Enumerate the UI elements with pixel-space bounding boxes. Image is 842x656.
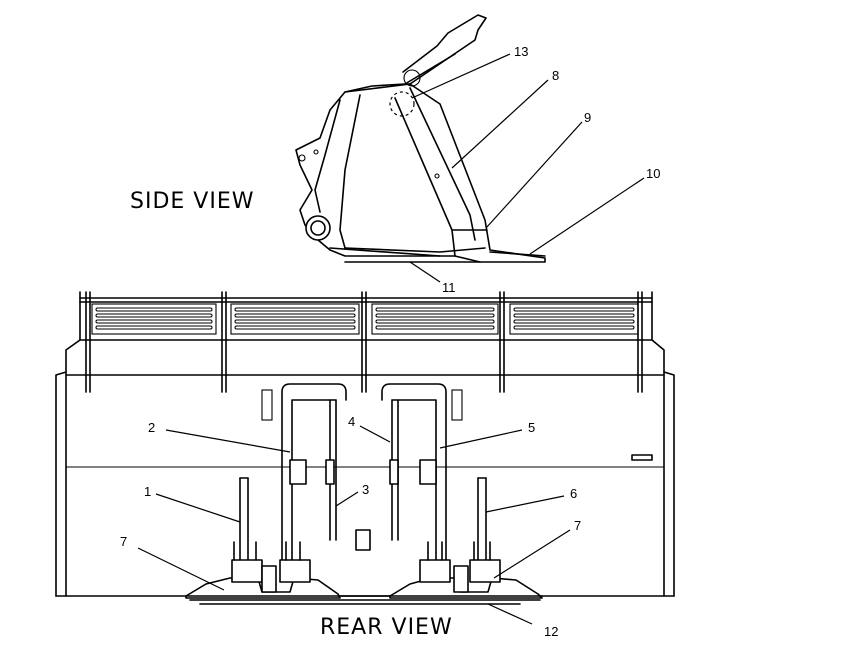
callout-10: 11 [442, 280, 456, 295]
rib-slot [95, 313, 213, 318]
callout-7-right: 7 [574, 518, 581, 533]
callout-13: 13 [514, 44, 528, 59]
rear-view-bucket [55, 291, 675, 605]
callout-6: 6 [570, 486, 577, 501]
callout-5: 5 [528, 420, 535, 435]
top-panel-ribs [91, 303, 639, 335]
rib-slot [375, 307, 495, 312]
side-view-title: SIDE VIEW [130, 189, 254, 214]
rib-slot [375, 325, 495, 330]
callout-9: 9 [584, 110, 591, 125]
rib-slot [513, 313, 635, 318]
callout-1: 1 [144, 484, 151, 499]
callout-3: 3 [362, 482, 369, 497]
rib-slot [95, 307, 213, 312]
callout-4: 4 [348, 414, 355, 429]
callout-11: 10 [646, 166, 660, 181]
callout-2: 2 [148, 420, 155, 435]
rib-slot [375, 319, 495, 324]
rib-slot [234, 307, 356, 312]
callout-12: 12 [544, 624, 558, 639]
callout-leaders [137, 53, 645, 625]
callout-numbers: 13 8 9 10 11 2 4 5 1 3 6 7 7 12 [120, 44, 660, 639]
rib-slot [513, 319, 635, 324]
callout-7-left: 7 [120, 534, 127, 549]
rib-slot [513, 325, 635, 330]
rib-slot [234, 319, 356, 324]
rib-slot [234, 313, 356, 318]
rib-slot [513, 307, 635, 312]
rib-slot [95, 319, 213, 324]
rib-slot [234, 325, 356, 330]
callout-8: 8 [552, 68, 559, 83]
rib-slot [95, 325, 213, 330]
side-view-bucket [295, 14, 546, 263]
rib-slot [375, 313, 495, 318]
rear-view-title: REAR VIEW [320, 615, 453, 640]
